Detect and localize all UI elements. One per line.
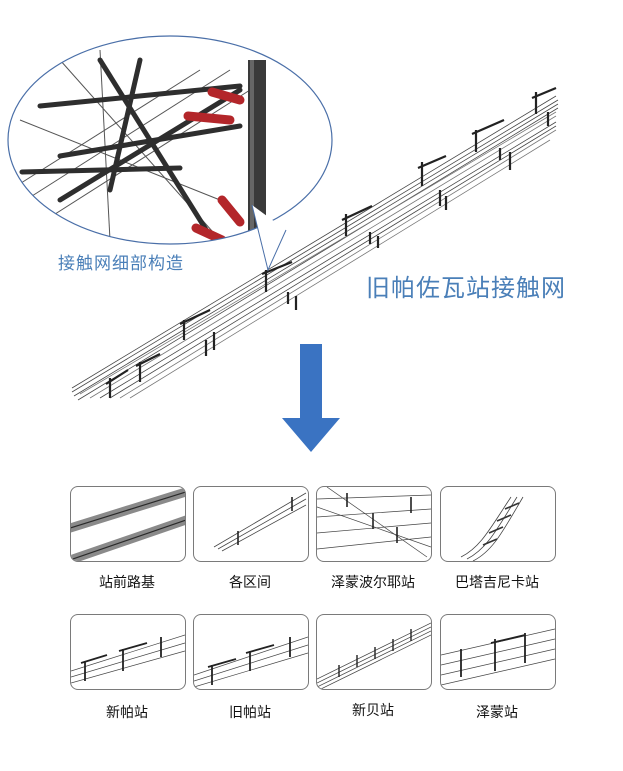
detail-oval (7, 35, 333, 272)
tile-zemeng[interactable] (440, 614, 556, 690)
tile-label: 新帕站 (106, 705, 148, 721)
down-arrow-icon (282, 344, 340, 452)
tile-zemeng-boerye[interactable] (316, 486, 432, 562)
tile-ge-qujian[interactable] (193, 486, 309, 562)
catenary-corridor (71, 95, 559, 401)
tile-label: 站前路基 (99, 575, 155, 591)
catenary-masts (105, 86, 557, 398)
insulator-group (183, 87, 245, 244)
station-title: 旧帕佐瓦站接触网 (366, 274, 566, 302)
tile-label: 巴塔吉尼卡站 (455, 575, 539, 591)
tile-label: 各区间 (229, 575, 271, 591)
tile-label: 泽蒙站 (476, 705, 518, 721)
tile-bata-jinika[interactable] (440, 486, 556, 562)
tile-label: 旧帕站 (229, 705, 271, 721)
tile-label: 泽蒙波尔耶站 (331, 575, 415, 591)
detail-caption: 接触网细部构造 (58, 254, 184, 274)
tile-zhanqian-luji[interactable] (70, 486, 186, 562)
tile-jiupa[interactable] (193, 614, 309, 690)
tile-xinpa[interactable] (70, 614, 186, 690)
tile-xinbei[interactable] (316, 614, 432, 690)
tile-label: 新贝站 (352, 703, 394, 719)
